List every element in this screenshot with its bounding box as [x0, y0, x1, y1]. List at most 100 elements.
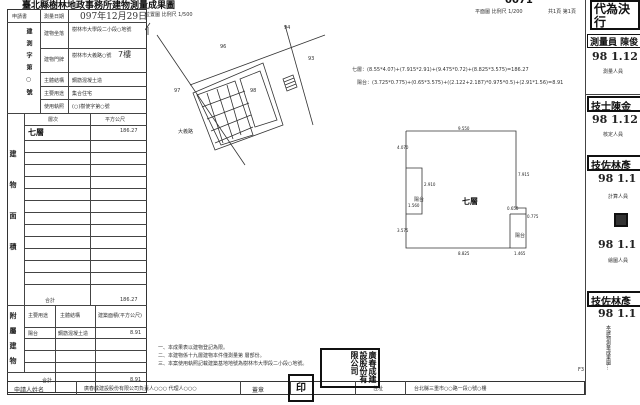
table-row-line	[24, 236, 147, 237]
note-3: 三、本案使用執照記載建築基地地號為樹林市大學段二小段○地號。	[158, 361, 308, 367]
drafter-role: 繪圖人員	[608, 258, 629, 264]
dim-left-bottom: 3.575	[397, 228, 409, 233]
table-row-line	[24, 176, 147, 177]
annex-col-structure: 主體結構	[60, 313, 81, 319]
table-row-line	[24, 212, 147, 213]
dim-b3: 0.650	[507, 206, 519, 211]
use-label: 主要用途	[44, 91, 65, 97]
table-row-line	[24, 224, 147, 225]
lot-96: 96	[220, 44, 227, 50]
personal-seal: 印	[288, 374, 314, 402]
formula-balcony: 陽台：(3.725*0.775)+(0.65*3.575)+((2.122+2.…	[357, 80, 564, 86]
applicant-row	[7, 381, 585, 395]
dim-b2: 2.910	[424, 182, 436, 187]
site-plan-drawing	[145, 22, 326, 166]
checker-date: 98 1.1	[598, 307, 637, 320]
door-label: 建物門牌	[44, 57, 65, 63]
lot-98: 98	[250, 88, 257, 94]
location-value: 樹林市大學段二小段○地號	[72, 27, 132, 33]
permit-label: 使用執照	[44, 104, 65, 110]
lot-93: 93	[308, 56, 315, 62]
approver-date: 98 1.12	[592, 113, 638, 126]
seal-label: 蓋章	[252, 387, 265, 394]
dim-top: 9.550	[458, 126, 470, 131]
dim-bottom-right: 1.465	[514, 251, 526, 256]
floor-name: 七層	[28, 128, 44, 137]
case-number-label: 建測字第○號	[25, 28, 32, 101]
area-column-header: 平方公尺	[105, 117, 126, 123]
surveyor-role: 測量人員	[603, 69, 624, 75]
dim-b4: 0.775	[527, 214, 539, 219]
drafter-date: 98 1.1	[598, 238, 637, 251]
survey-date: 097年12月29日	[80, 12, 148, 22]
table-row-line	[24, 260, 147, 261]
door-floor: 7樓	[118, 50, 132, 59]
small-seal-icon	[614, 213, 628, 227]
table-row-line	[24, 284, 147, 285]
annex-use: 陽台	[28, 331, 39, 337]
total-value: 186.27	[120, 297, 138, 303]
annex-vertical-label: 附屬建物	[9, 312, 17, 372]
table-row-line	[24, 140, 147, 141]
approver-stamp: 技士陳金	[587, 96, 640, 113]
plan-balcony-right: 陽台	[515, 233, 526, 239]
area-vertical-label: 建物面積	[9, 150, 17, 274]
checker-stamp: 技佐林彥	[587, 291, 640, 308]
address-label: 住址	[373, 386, 384, 392]
page-mark: F3	[578, 367, 585, 373]
table-row-line	[24, 272, 147, 273]
site-plan-label: 位置圖 比例尺 1/500	[145, 12, 193, 18]
floor-plan-label: 平面圖 比例尺 1/200	[475, 9, 523, 15]
floor-plan-drawing	[405, 130, 527, 249]
page-count: 共1頁 第1頁	[548, 9, 576, 15]
dim-right: 7.915	[518, 172, 530, 177]
annex-total: 8.91	[130, 377, 142, 383]
delegated-approval-stamp: 代為決行	[590, 0, 640, 30]
total-label: 合計	[45, 298, 56, 304]
use-value: 集合住宅	[72, 91, 93, 97]
note-1: 一、本成果表以建物登記為限。	[158, 345, 229, 351]
annex-col-use: 主要用途	[28, 313, 49, 319]
table-row-line	[24, 164, 147, 165]
table-row-line	[24, 200, 147, 201]
side-note: 本建物測量成果圖…	[605, 325, 611, 370]
note-2: 二、本建物係十九層建物本件僅測量第 層部份。	[158, 353, 265, 359]
lot-94: 94	[284, 25, 291, 31]
road-label: 大義路	[178, 129, 194, 135]
applicant-value: 廣春成建設股份有限公司負責人○○○ 代理人○○○	[84, 386, 197, 392]
address-value: 台北縣三重市○○路一段○號○樓	[414, 386, 487, 392]
floor-area: 186.27	[120, 128, 138, 134]
surveyor-date: 98 1.12	[592, 50, 638, 63]
document-title: 臺北縣樹林地政事務所建物測量成果圖	[22, 1, 176, 11]
document-number: 0071	[505, 0, 533, 6]
application-label: 申請書	[12, 14, 28, 20]
approver-role: 核定人員	[603, 132, 624, 138]
permit-value: (○)樹使字第○號	[72, 104, 110, 110]
annex-structure: 鋼筋混凝土造	[58, 331, 89, 337]
form-table	[7, 9, 147, 393]
plan-floor-name: 七層	[462, 197, 478, 206]
calculator-stamp: 技佐林彥	[587, 155, 640, 172]
dim-bottom: 8.825	[458, 251, 470, 256]
structure-label: 主體結構	[44, 78, 65, 84]
calculator-date: 98 1.1	[598, 172, 637, 185]
floor-column-header: 層次	[48, 117, 59, 123]
formula-floor: 七層：(8.55*4.07)+(7.915*2.91)+(9.475*0.72)…	[352, 67, 529, 73]
table-row-line	[24, 188, 147, 189]
surveyor-stamp: 測量員 陳俊	[587, 34, 640, 48]
survey-date-label: 測量日期	[44, 14, 65, 20]
company-seal: 廣春成建設股份有限公司	[320, 348, 380, 388]
dim-left-top: 4.070	[397, 145, 409, 150]
calculator-role: 計算人員	[608, 194, 629, 200]
location-label: 建物坐落	[44, 31, 65, 37]
annex-col-area: 建築面積(平方公尺)	[98, 313, 142, 319]
lot-97: 97	[174, 88, 181, 94]
table-row-line	[24, 248, 147, 249]
plan-balcony-left: 陽台	[414, 197, 425, 203]
dim-b1: 1.560	[408, 203, 420, 208]
door-value: 樹林市大義路○號	[72, 53, 112, 59]
annex-area: 8.91	[130, 330, 142, 336]
applicant-label: 申請人姓名	[14, 387, 45, 394]
table-row-line	[24, 152, 147, 153]
structure-value: 鋼筋混凝土造	[72, 78, 103, 84]
